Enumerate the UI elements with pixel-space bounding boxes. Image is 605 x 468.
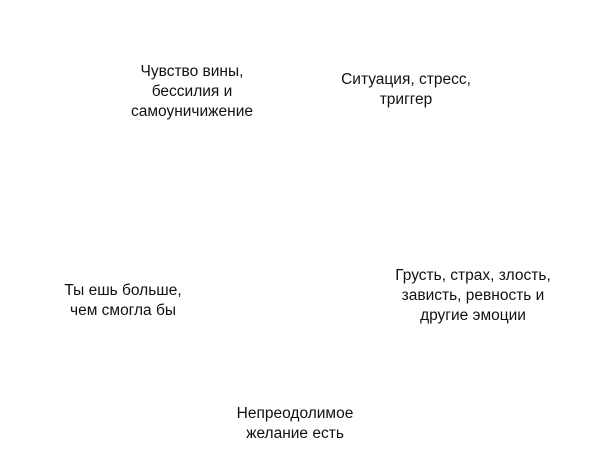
node-urge-line-2: желание есть bbox=[246, 425, 344, 442]
node-urge-line-1: Непреодолимое bbox=[236, 405, 354, 422]
node-guilt-line-3: самоуничижение bbox=[130, 103, 253, 120]
node-situation-line-2: триггер bbox=[379, 91, 433, 108]
node-guilt-line-1: Чувство вины, bbox=[140, 63, 244, 80]
node-situation-line-1: Ситуация, стресс, bbox=[341, 71, 471, 88]
node-guilt: Чувство вины, бессилия и самоуничижение bbox=[102, 62, 282, 122]
node-eat-more: Ты ешь больше, чем смогла бы bbox=[33, 281, 213, 321]
node-eat-more-line-2: чем смогла бы bbox=[70, 302, 176, 319]
node-emotions-line-2: зависть, ревность и bbox=[401, 287, 545, 304]
node-emotions-line-3: другие эмоции bbox=[420, 307, 526, 324]
node-emotions-line-1: Грусть, страх, злость, bbox=[395, 267, 551, 284]
node-eat-more-line-1: Ты ешь больше, bbox=[64, 282, 182, 299]
node-emotions: Грусть, страх, злость, зависть, ревность… bbox=[378, 266, 568, 326]
node-irresistible-urge: Непреодолимое желание есть bbox=[205, 404, 385, 444]
node-situation-stress-trigger: Ситуация, стресс, триггер bbox=[326, 70, 486, 110]
node-guilt-line-2: бессилия и bbox=[151, 83, 233, 100]
